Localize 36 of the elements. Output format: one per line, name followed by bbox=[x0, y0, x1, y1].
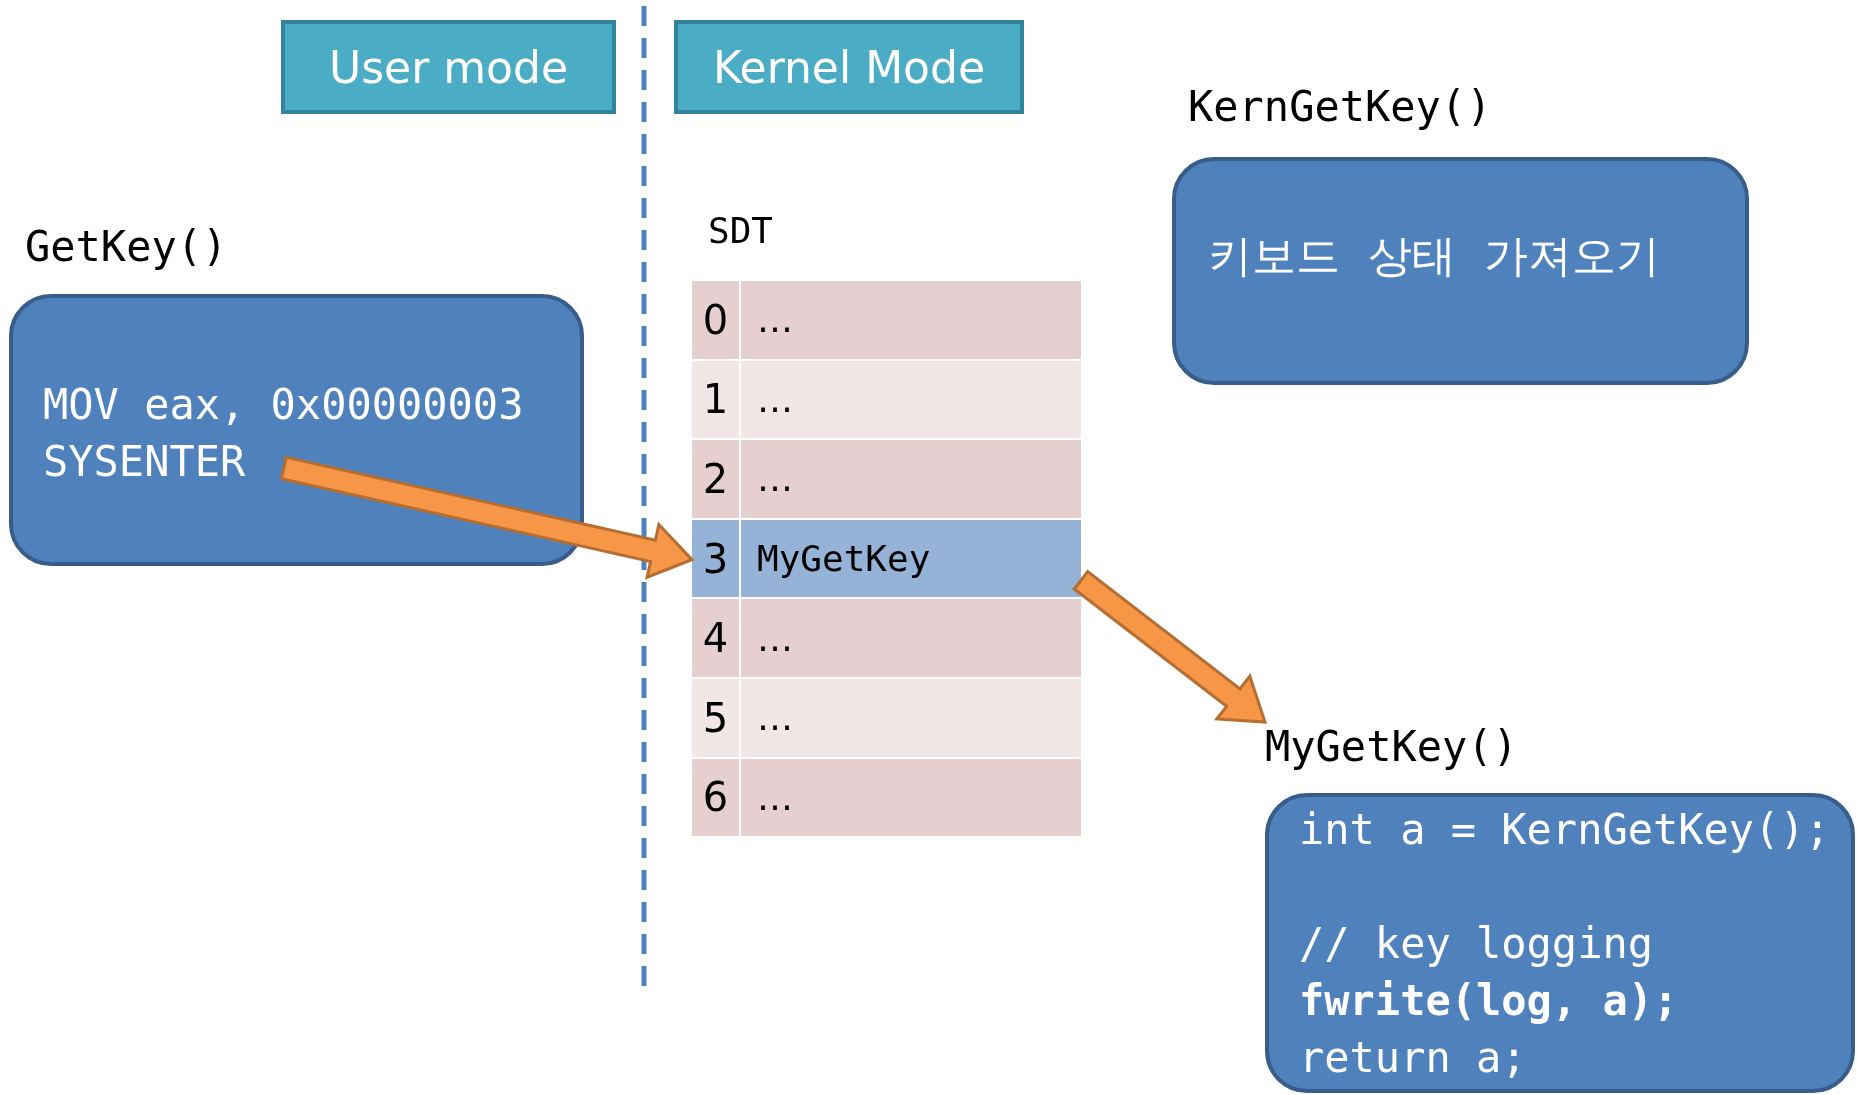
row-index: 0 bbox=[692, 281, 741, 359]
table-row bbox=[692, 519, 1081, 600]
block-arrow bbox=[279, 455, 695, 580]
row-index: 6 bbox=[692, 758, 741, 837]
table-row bbox=[692, 360, 1081, 441]
row-value: … bbox=[756, 775, 794, 820]
code-line: return a; bbox=[1299, 1032, 1528, 1084]
row-index: 3 bbox=[692, 519, 741, 598]
table-title: SDT bbox=[708, 210, 774, 251]
code-line: fwrite(log, a); bbox=[1299, 975, 1680, 1027]
row-index: 4 bbox=[692, 599, 741, 677]
row-value: … bbox=[756, 696, 794, 741]
row-value: … bbox=[756, 298, 794, 343]
row-value: … bbox=[756, 616, 794, 661]
table-row bbox=[692, 440, 1081, 520]
table-row bbox=[692, 678, 1081, 759]
row-value: … bbox=[756, 457, 794, 502]
table-row bbox=[692, 758, 1081, 839]
row-index: 1 bbox=[692, 360, 741, 439]
function-name: KernGetKey() bbox=[1188, 82, 1492, 131]
row-index: 2 bbox=[692, 440, 741, 518]
block-arrow bbox=[1072, 569, 1268, 724]
table-row bbox=[692, 281, 1081, 361]
table-row bbox=[692, 599, 1081, 679]
mode-label: Kernel Mode bbox=[674, 20, 1024, 114]
row-value: … bbox=[756, 377, 794, 422]
row-value: MyGetKey bbox=[756, 537, 932, 582]
code-line: // key logging bbox=[1299, 918, 1654, 970]
code-line: int a = KernGetKey(); bbox=[1299, 804, 1831, 856]
mode-label: User mode bbox=[281, 20, 616, 114]
row-index: 5 bbox=[692, 678, 741, 757]
description-text: 키보드 상태 가져오기 bbox=[1208, 229, 1661, 283]
code-line: SYSENTER bbox=[43, 436, 247, 488]
function-name: MyGetKey() bbox=[1265, 722, 1518, 771]
code-line: MOV eax, 0x00000003 bbox=[43, 379, 525, 431]
function-name: GetKey() bbox=[25, 222, 228, 271]
